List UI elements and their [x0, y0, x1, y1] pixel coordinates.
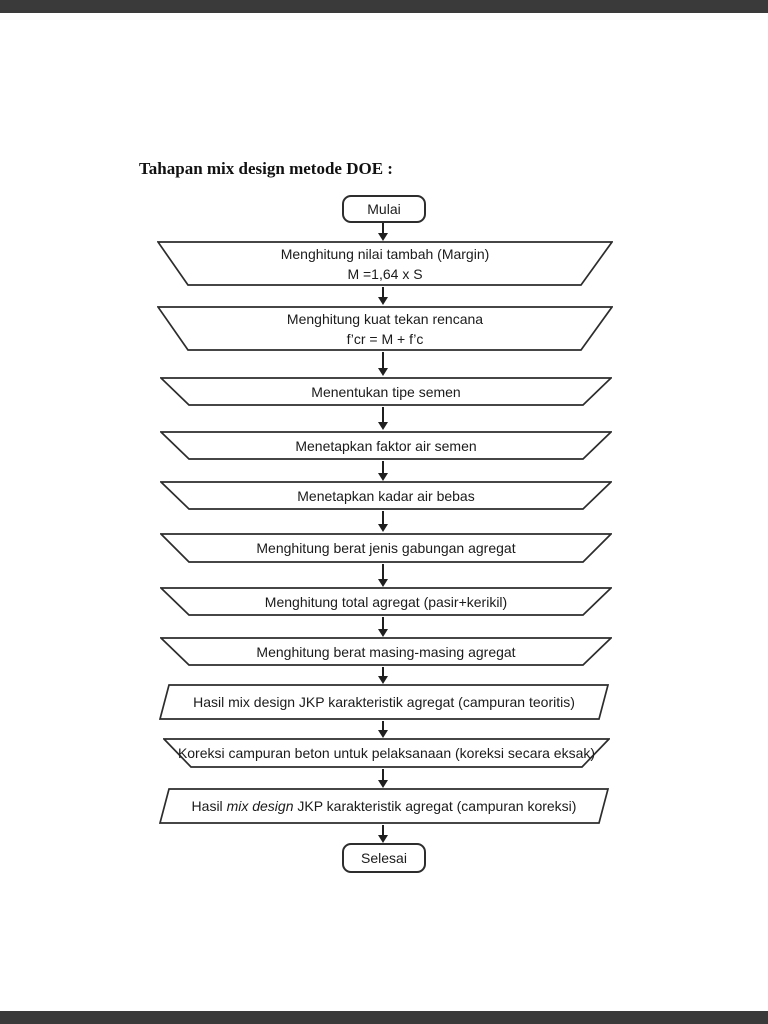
node-label: Menghitung berat masing-masing agregat [256, 643, 516, 660]
trapezoid-outline [160, 377, 612, 406]
flow-arrow [377, 461, 389, 481]
arrow-head-icon [378, 629, 388, 637]
arrow-head-icon [378, 233, 388, 241]
node-label-pre: Hasil [191, 798, 227, 814]
flow-node-koreksi-campuran: Koreksi campuran beton untuk pelaksanaan… [163, 738, 610, 768]
arrow-head-icon [378, 579, 388, 587]
node-label-italic: mix design [226, 798, 294, 814]
flow-arrow [377, 825, 389, 843]
arrow-stem [382, 461, 384, 474]
flow-node-end: Selesai [342, 843, 426, 873]
flow-arrow [377, 511, 389, 532]
arrow-head-icon [378, 835, 388, 843]
flow-arrow [377, 721, 389, 738]
arrow-stem [382, 721, 384, 731]
flow-arrow [377, 287, 389, 305]
trapezoid-outline [163, 738, 610, 768]
flow-node-margin: Menghitung nilai tambah (Margin) M =1,64… [157, 241, 613, 286]
node-label: Koreksi campuran beton untuk pelaksanaan… [177, 745, 596, 761]
arrow-head-icon [378, 368, 388, 376]
node-label-line1: Menghitung nilai tambah (Margin) [280, 245, 490, 262]
document-page: Tahapan mix design metode DOE : Mulai Me… [0, 13, 768, 1011]
arrow-head-icon [378, 676, 388, 684]
node-label-line2: M =1,64 x S [347, 265, 423, 282]
arrow-stem [382, 287, 384, 298]
arrow-stem [382, 825, 384, 836]
flow-arrow [377, 564, 389, 587]
flow-node-faktor-air-semen: Menetapkan faktor air semen [160, 431, 612, 460]
page-title: Tahapan mix design metode DOE : [139, 159, 393, 178]
arrow-head-icon [378, 473, 388, 481]
flow-arrow [377, 769, 389, 788]
trapezoid-outline [160, 431, 612, 460]
flow-arrow [377, 667, 389, 684]
node-label: Mulai [367, 201, 401, 217]
flow-node-hasil-teoritis: Hasil mix design JKP karakteristik agreg… [159, 684, 609, 720]
arrow-head-icon [378, 297, 388, 305]
arrow-stem [382, 769, 384, 781]
node-label: Menetapkan kadar air bebas [297, 487, 475, 504]
flow-node-start: Mulai [342, 195, 426, 223]
node-label-line2: f’cr = M + f’c [346, 330, 424, 347]
flow-node-kuat-tekan: Menghitung kuat tekan rencana f’cr = M +… [157, 306, 613, 351]
node-label: Hasil mix design JKP karakteristik agreg… [193, 694, 575, 710]
flow-arrow [377, 352, 389, 376]
flow-arrow [377, 223, 389, 241]
viewer-top-bar [0, 0, 768, 13]
flow-arrow [377, 617, 389, 637]
flow-node-berat-jenis: Menghitung berat jenis gabungan agregat [160, 533, 612, 563]
trapezoid-outline [157, 241, 613, 286]
flow-node-kadar-air-bebas: Menetapkan kadar air bebas [160, 481, 612, 510]
node-label-line1: Menghitung kuat tekan rencana [286, 310, 484, 327]
viewer-bottom-bar [0, 1011, 768, 1024]
arrow-stem [382, 617, 384, 630]
flow-node-total-agregat: Menghitung total agregat (pasir+kerikil) [160, 587, 612, 616]
trapezoid-outline [160, 637, 612, 666]
arrow-head-icon [378, 780, 388, 788]
trapezoid-outline [157, 306, 613, 351]
flow-node-hasil-koreksi: Hasil mix design JKP karakteristik agreg… [159, 788, 609, 824]
flow-node-tipe-semen: Menentukan tipe semen [160, 377, 612, 406]
flow-arrow [377, 407, 389, 430]
arrow-stem [382, 511, 384, 525]
node-label: Menghitung berat jenis gabungan agregat [256, 540, 516, 556]
node-label-post: JKP karakteristik agregat (campuran kore… [293, 798, 577, 814]
arrow-stem [382, 564, 384, 580]
parallelogram-outline [159, 684, 609, 720]
arrow-stem [382, 667, 384, 677]
node-label: Menghitung total agregat (pasir+kerikil) [264, 593, 508, 610]
trapezoid-outline [160, 533, 612, 563]
arrow-stem [382, 352, 384, 369]
arrow-head-icon [378, 730, 388, 738]
arrow-head-icon [378, 422, 388, 430]
parallelogram-outline [159, 788, 609, 824]
flow-node-berat-masing: Menghitung berat masing-masing agregat [160, 637, 612, 666]
arrow-stem [382, 223, 384, 234]
arrow-head-icon [378, 524, 388, 532]
node-label: Hasil mix design JKP karakteristik agreg… [192, 796, 577, 816]
node-label: Menentukan tipe semen [311, 383, 461, 400]
arrow-stem [382, 407, 384, 423]
node-label: Selesai [361, 850, 407, 866]
trapezoid-outline [160, 481, 612, 510]
trapezoid-outline [160, 587, 612, 616]
node-label: Menetapkan faktor air semen [295, 437, 477, 454]
